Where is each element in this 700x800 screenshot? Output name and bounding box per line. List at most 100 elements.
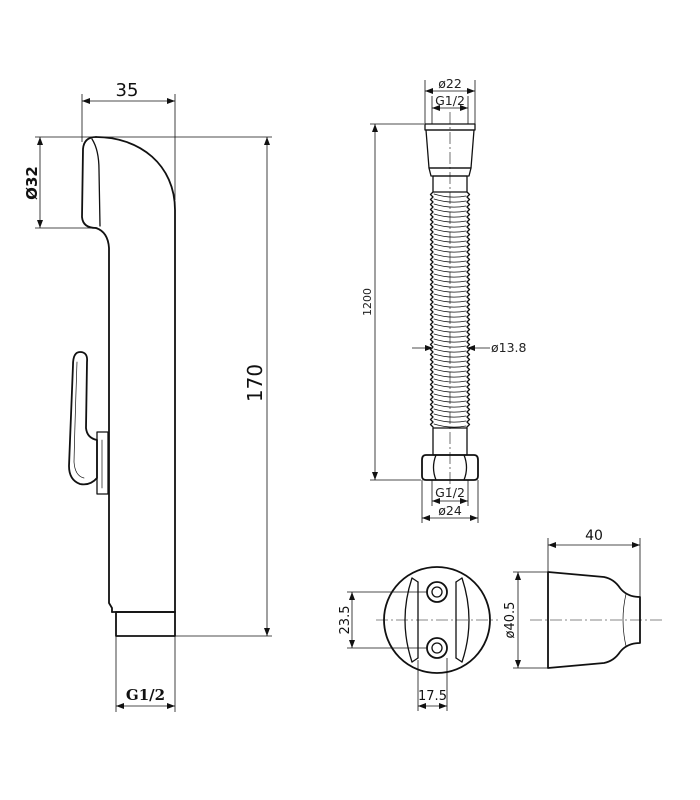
sprayer-trigger-lever: [68, 351, 98, 486]
hose-corrugation-ridge: [433, 383, 467, 388]
hose-corrugation-ridge: [433, 198, 467, 203]
hose-corrugation-ridge: [433, 203, 467, 208]
holder-top-screw-hole-inner: [431, 586, 443, 598]
hose-corrugation-ridge: [433, 308, 467, 313]
hose-corrugation-ridge: [433, 303, 467, 308]
sprayer-head-diameter-label: Ø32: [23, 166, 41, 200]
hose-right-edge: [466, 191, 471, 428]
sprayer-width-label: 35: [116, 80, 139, 101]
sprayer-thread-label: G1/2: [126, 686, 165, 704]
sprayer-width-dimension: 35: [81, 80, 176, 200]
holder-front-view: 23.5 17.5: [338, 566, 498, 711]
hose-top-nut-diameter-label: ø22: [438, 76, 462, 91]
hose-corrugation-ridge: [433, 333, 467, 338]
holder-slot-width-dimension: 17.5: [417, 658, 448, 711]
hose-corrugation-ridge: [433, 298, 467, 303]
hose-view: ø22 G1/2 1200 ø13.8: [361, 76, 527, 523]
holder-hole-spacing-dimension: 23.5: [338, 591, 427, 649]
holder-slot-width-label: 17.5: [418, 689, 447, 704]
lever-edge-line: [73, 361, 85, 479]
sprayer-thread-connector: [115, 611, 176, 637]
sprayer-view: 35 Ø32 170: [23, 80, 272, 712]
hose-corrugation-ridge: [433, 283, 467, 288]
hose-corrugation-ridge: [433, 318, 467, 323]
sprayer-face-edge: [91, 138, 101, 227]
hose-diameter-dimension: ø13.8: [412, 340, 527, 355]
hose-corrugation-ridge: [433, 328, 467, 333]
hose-corrugation-ridge: [433, 258, 467, 263]
hose-bottom-nut-diameter-label: ø24: [438, 503, 462, 518]
hose-corrugation-ridge: [433, 418, 467, 423]
hose-corrugation-ridge: [433, 288, 467, 293]
hose-corrugation-ridge: [433, 243, 467, 248]
hose-corrugation-ridge: [433, 413, 467, 418]
hose-corrugated-body: [429, 191, 471, 428]
hose-length-dimension: 1200: [361, 123, 424, 481]
holder-wall-edge: [411, 657, 419, 663]
holder-base-circle: [383, 566, 491, 674]
sprayer-length-label: 170: [243, 364, 267, 402]
holder-bottom-screw-hole-inner: [431, 642, 443, 654]
hose-corrugation-ridge: [433, 253, 467, 258]
holder-wall-edge: [455, 657, 463, 663]
hose-bottom-thread-label: G1/2: [435, 485, 465, 500]
hose-top-dimensions: ø22 G1/2: [424, 76, 476, 124]
hose-corrugation-ridge: [433, 343, 467, 348]
hose-corrugation-ridge: [433, 193, 467, 198]
hose-corrugation-ridge: [433, 358, 467, 363]
hose-corrugation-ridge: [433, 408, 467, 413]
hose-top-nut-ring: [428, 167, 472, 177]
hose-corrugation-ridge: [433, 353, 467, 358]
holder-diameter-label: ø40.5: [503, 602, 518, 639]
hose-corrugation-ridge: [433, 393, 467, 398]
hose-corrugation-ridge: [433, 238, 467, 243]
sprayer-head-back-outline: [95, 136, 176, 613]
hose-corrugation-ridge: [433, 218, 467, 223]
hose-corrugation-ridge: [433, 278, 467, 283]
holder-top-screw-hole: [426, 581, 448, 603]
lever-pivot-block: [96, 431, 109, 495]
hex-nut-face-edge: [463, 454, 468, 481]
hose-corrugation-ridge: [433, 338, 467, 343]
hose-corrugation-ridge: [433, 348, 467, 353]
hose-corrugation-ridge: [433, 248, 467, 253]
holder-diameter-dimension: ø40.5: [503, 571, 548, 669]
holder-depth-label: 40: [585, 528, 603, 544]
hose-corrugation-ridge: [433, 268, 467, 273]
hose-corrugation-ridge: [433, 403, 467, 408]
hose-corrugation-ridge: [433, 423, 467, 428]
holder-wall-edge: [455, 577, 463, 583]
hose-top-thread-label: G1/2: [435, 93, 465, 108]
sprayer-handle-front-outline: [95, 227, 113, 613]
hose-corrugation-ridge: [433, 213, 467, 218]
holder-depth-dimension: 40: [547, 528, 641, 597]
hose-bottom-dimensions: G1/2 ø24: [421, 480, 479, 523]
sprayer-head-diameter-dimension: Ø32: [23, 136, 98, 229]
hose-corrugation-ridge: [433, 373, 467, 378]
hose-corrugation-ridge: [433, 223, 467, 228]
holder-side-view: 40 ø40.5: [503, 528, 662, 669]
holder-wall-edge: [411, 577, 419, 583]
hose-corrugation-ridge: [433, 273, 467, 278]
hose-corrugation-ridge: [433, 233, 467, 238]
holder-bottom-screw-hole: [426, 637, 448, 659]
holder-side-lip-edge: [622, 593, 627, 647]
hose-left-edge: [429, 191, 434, 428]
hose-diameter-label: ø13.8: [491, 340, 527, 355]
hose-corrugation-ridge: [433, 208, 467, 213]
hose-top-ferrule: [432, 175, 468, 193]
hose-corrugation-ridge: [433, 313, 467, 318]
hose-corrugation-ridge: [433, 263, 467, 268]
hex-nut-face-edge: [432, 454, 437, 481]
holder-left-wall-outer: [404, 577, 413, 663]
hose-corrugation-ridge: [433, 228, 467, 233]
sprayer-spray-face: [81, 136, 97, 229]
hose-corrugation-ridge: [433, 388, 467, 393]
sprayer-thread-dimension: G1/2: [115, 636, 176, 712]
hose-length-label: 1200: [361, 288, 374, 316]
hose-corrugation-ridge: [433, 323, 467, 328]
hose-corrugation-ridge: [433, 363, 467, 368]
holder-hole-spacing-label: 23.5: [338, 606, 353, 635]
hose-corrugation-ridge: [433, 398, 467, 403]
